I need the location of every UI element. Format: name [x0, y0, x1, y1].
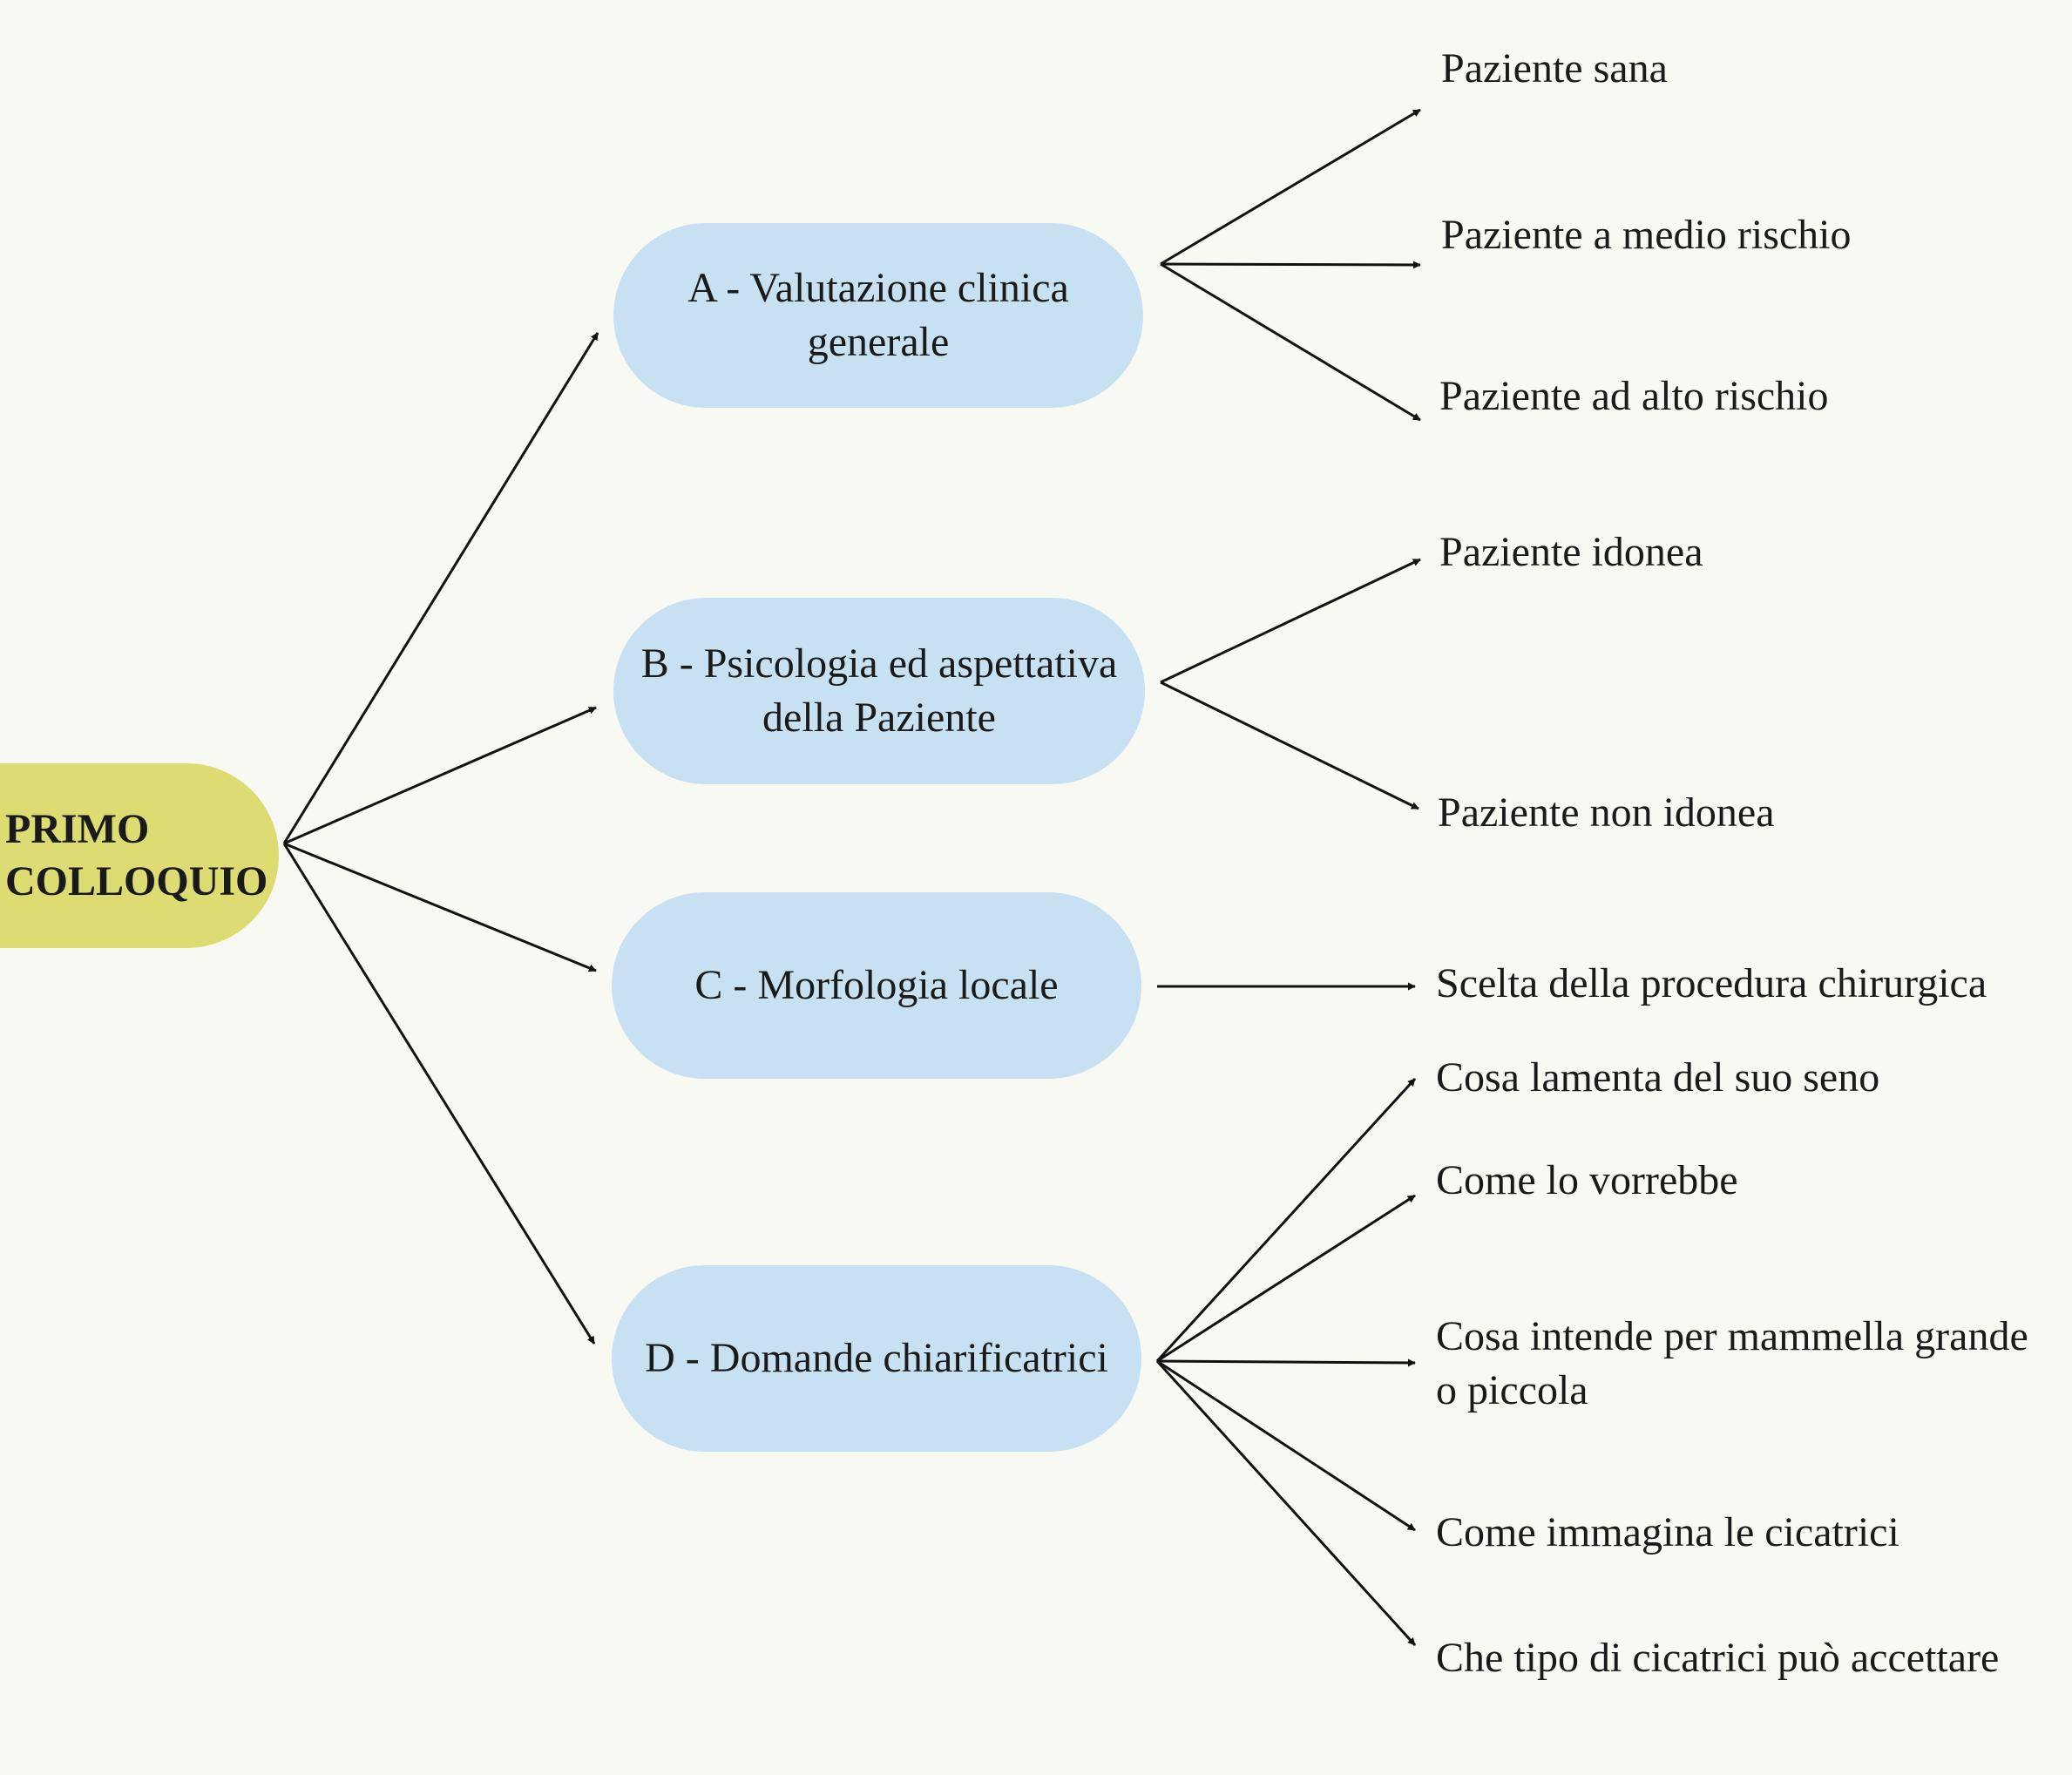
outcome-come-vorrebbe: Come lo vorrebbe [1436, 1157, 1738, 1203]
outcome-paziente-alto-rischio: Paziente ad alto rischio [1439, 373, 1829, 419]
arrow-root-to-c [283, 842, 597, 972]
node-a-valutazione-clinica: A - Valutazione clinica generale [613, 223, 1143, 408]
node-d-domande: D - Domande chiarificatrici [612, 1265, 1141, 1452]
arrow-d-to-lamenta [1155, 1077, 1417, 1363]
arrow-a-to-alto [1160, 262, 1421, 422]
arrow-root-to-a [282, 332, 599, 844]
outcome-tipo-cicatrici: Che tipo di cicatrici può accettare [1436, 1635, 2000, 1681]
outcome-paziente-idonea: Paziente idonea [1439, 529, 1703, 575]
outcome-paziente-sana: Paziente sana [1441, 45, 1668, 91]
outcome-come-immagina-cicatrici: Come immagina le cicatrici [1436, 1509, 1899, 1555]
node-b-psicologia: B - Psicologia ed aspettativa della Pazi… [613, 598, 1145, 784]
arrow-d-to-immagina [1156, 1359, 1416, 1532]
arrow-root-to-d [282, 843, 596, 1345]
outcome-mammella-grande-piccola: Cosa intende per mammella grande o picco… [1436, 1313, 2028, 1413]
outcome-cosa-lamenta: Cosa lamenta del suo seno [1436, 1054, 1880, 1101]
arrow-b-to-idonea [1160, 558, 1421, 684]
arrow-a-to-medio [1160, 261, 1421, 269]
arrow-d-to-vorrebbe [1156, 1194, 1416, 1363]
root-node-primo-colloquio: PRIMO COLLOQUIO [0, 763, 279, 948]
outcome-paziente-non-idonea: Paziente non idonea [1438, 789, 1775, 836]
arrow-root-to-b [283, 706, 597, 845]
arrow-b-to-non-idonea [1160, 681, 1419, 810]
outcome-scelta-procedura: Scelta della procedura chirurgica [1436, 960, 1987, 1006]
arrow-d-to-mammella [1156, 1358, 1416, 1367]
arrow-a-to-sana [1160, 108, 1421, 266]
node-c-morfologia: C - Morfologia locale [612, 892, 1141, 1079]
outcome-paziente-medio-rischio: Paziente a medio rischio [1441, 212, 1852, 258]
arrow-d-to-tipo [1155, 1359, 1417, 1647]
